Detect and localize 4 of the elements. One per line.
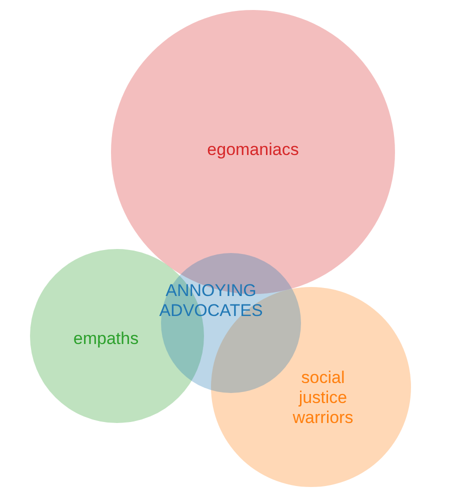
circle-label: egomaniacs [206,140,300,160]
circle-label: empaths [72,329,140,349]
circle-label: social justice warriors [292,368,354,428]
circle-label: ANNOYING ADVOCATES [158,281,264,321]
